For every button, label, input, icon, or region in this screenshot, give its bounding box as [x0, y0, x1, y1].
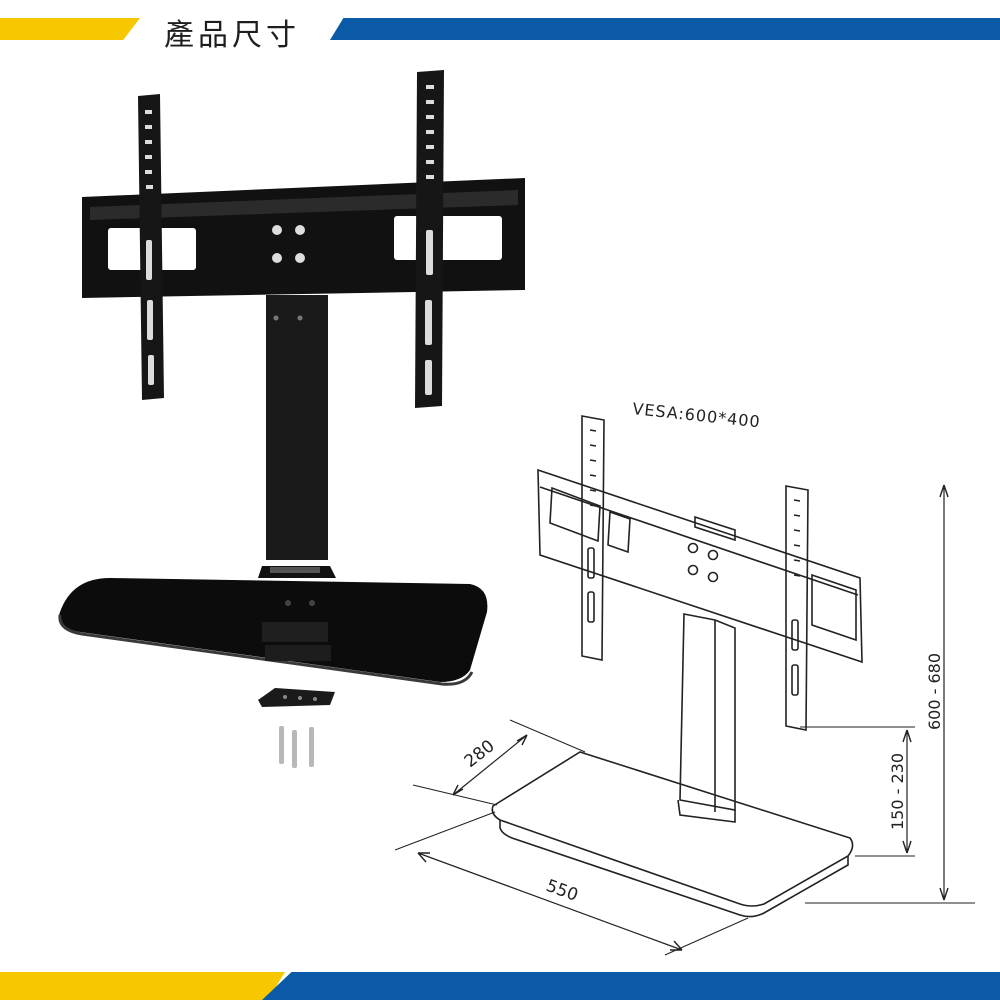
dim-depth-label: 280	[461, 736, 499, 772]
vesa-label: VESA:600*400	[632, 399, 762, 431]
dimension-drawing	[394, 415, 975, 956]
header-blue-band	[330, 18, 1000, 40]
dim-base-height-label: 150 - 230	[888, 753, 907, 830]
drawing-arm-right	[785, 485, 809, 731]
header-yellow-band	[0, 18, 140, 40]
dim-total-height-label: 600 - 680	[925, 653, 944, 730]
drawing-arm-left	[581, 415, 605, 661]
plate-slot-right	[394, 216, 502, 260]
footer-blue-band	[262, 972, 1000, 1000]
footer-yellow-band	[0, 972, 285, 1000]
drawing-base	[491, 751, 854, 907]
support-column	[266, 295, 328, 560]
drawing-column	[679, 613, 736, 811]
product-photo	[58, 70, 525, 768]
page-title: 產品尺寸	[164, 18, 300, 53]
screws	[279, 726, 314, 768]
bottom-bracket	[258, 688, 335, 707]
drawing-mount-plate	[537, 468, 863, 664]
